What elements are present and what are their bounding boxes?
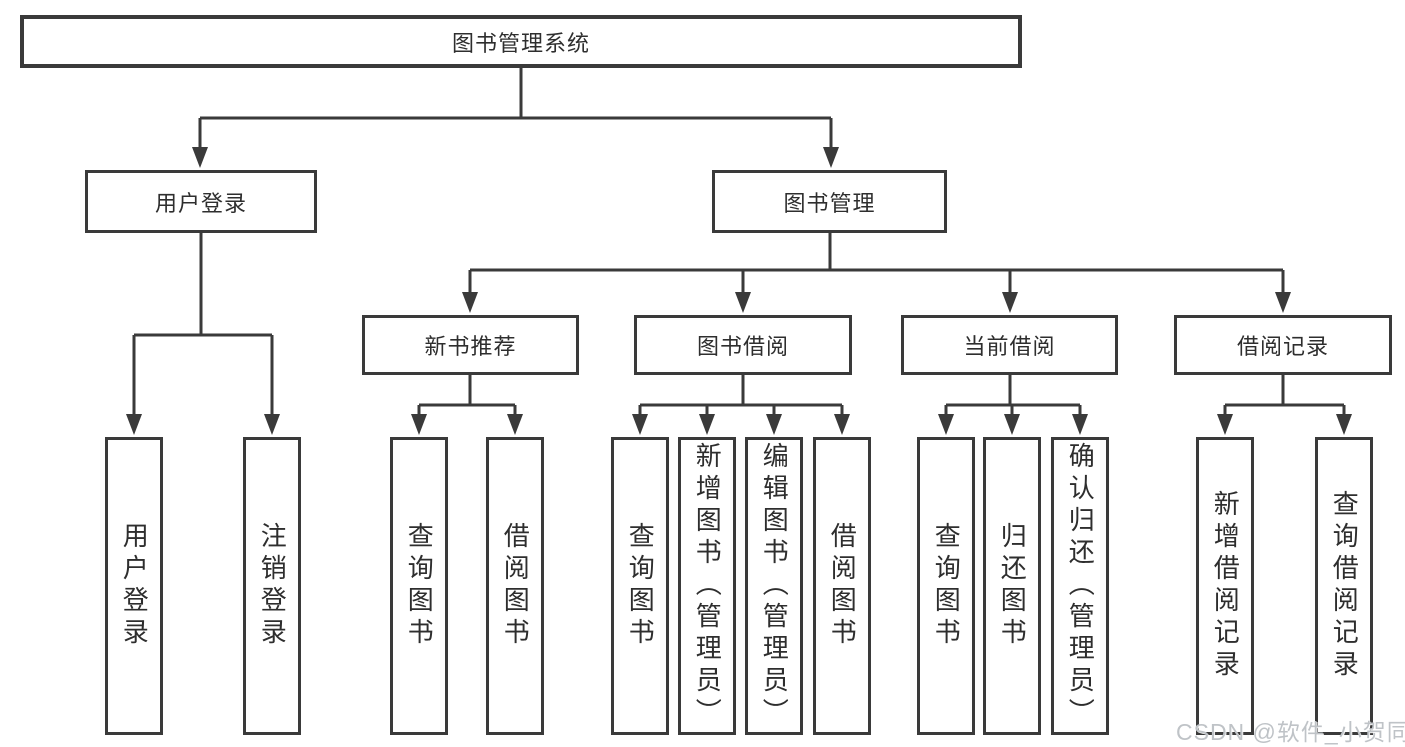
- leaf-newbooks-query-books: 查询图书: [390, 437, 448, 735]
- csdn-watermark: CSDN @软件_小贺同学: [1176, 719, 1405, 745]
- node-user-login: 用户登录: [85, 170, 317, 233]
- leaf-logout: 注销登录: [243, 437, 301, 735]
- leaf-current-query-books: 查询图书: [917, 437, 975, 735]
- node-borrowing-records: 借阅记录: [1174, 315, 1392, 375]
- leaf-borrowing-borrow-books: 借阅图书: [813, 437, 871, 735]
- leaf-current-confirm-return-admin: 确认归还（管理员）: [1051, 437, 1109, 735]
- node-book-management: 图书管理: [712, 170, 947, 233]
- node-book-borrowing: 图书借阅: [634, 315, 852, 375]
- leaf-borrowing-query-books: 查询图书: [611, 437, 669, 735]
- leaf-records-query-record: 查询借阅记录: [1315, 437, 1373, 735]
- leaf-user-login: 用户登录: [105, 437, 163, 735]
- leaf-records-add-record: 新增借阅记录: [1196, 437, 1254, 735]
- node-new-book-recommend: 新书推荐: [362, 315, 579, 375]
- leaf-current-return-books: 归还图书: [983, 437, 1041, 735]
- leaf-newbooks-borrow-books: 借阅图书: [486, 437, 544, 735]
- node-current-borrowing: 当前借阅: [901, 315, 1118, 375]
- leaf-borrowing-add-books-admin: 新增图书（管理员）: [678, 437, 736, 735]
- leaf-borrowing-edit-books-admin: 编辑图书（管理员）: [745, 437, 803, 735]
- node-library-system: 图书管理系统: [20, 15, 1022, 68]
